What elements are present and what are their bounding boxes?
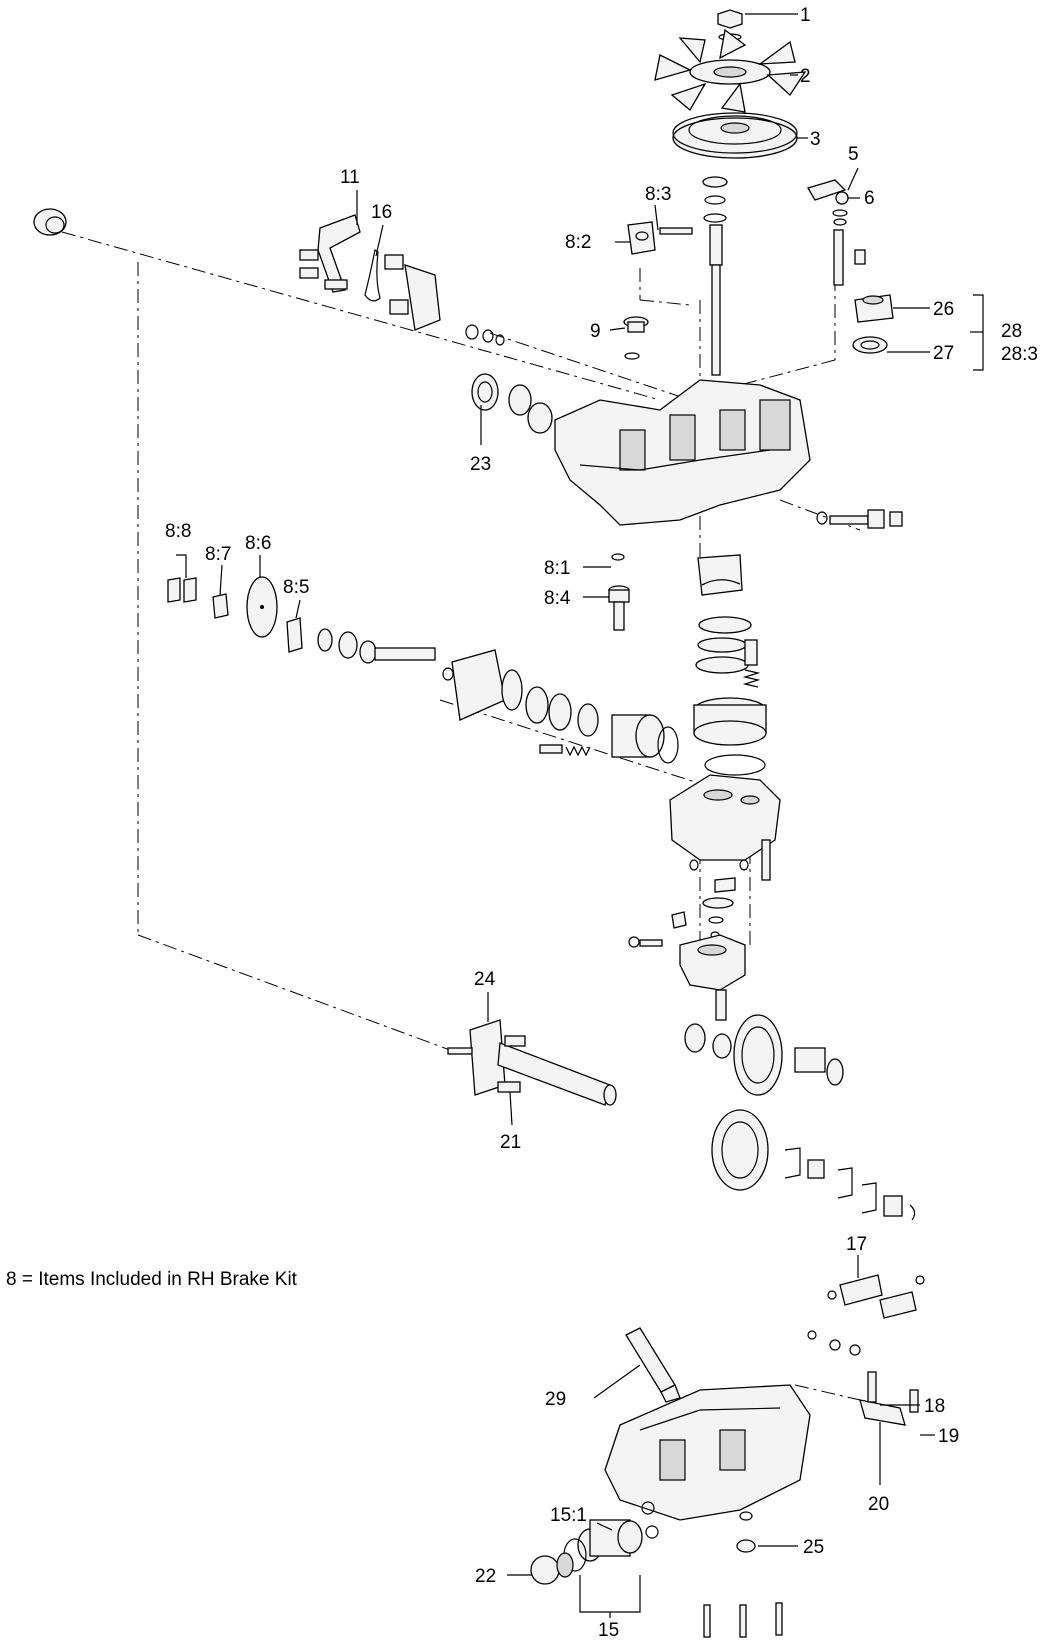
shift-lever-part [299, 214, 361, 293]
callout-1: 1 [800, 5, 811, 26]
callout-5: 5 [848, 144, 859, 165]
callout-8-7: 8:7 [205, 544, 231, 565]
gear-train-parts [684, 1014, 916, 1221]
callout-26: 26 [933, 299, 954, 320]
callout-3: 3 [810, 129, 821, 150]
callout-16: 16 [371, 202, 392, 223]
brake-arm-part [627, 221, 693, 255]
leader-lines [176, 13, 984, 1618]
callout-21: 21 [500, 1132, 521, 1153]
callout-9: 9 [590, 321, 601, 342]
lip-seal-part [852, 336, 888, 354]
brake-kit-note: 8 = Items Included in RH Brake Kit [6, 1269, 298, 1290]
brake-pin-part [608, 553, 630, 631]
center-housing-part [669, 774, 781, 881]
fitting-part [736, 1511, 756, 1553]
callout-8-4: 8:4 [544, 588, 571, 609]
callout-20: 20 [868, 1494, 889, 1515]
bottom-case-part [604, 1384, 811, 1539]
valve-pins-part [807, 1274, 925, 1356]
callout-18: 18 [924, 1396, 945, 1417]
callout-17: 17 [846, 1234, 867, 1255]
case-bolts-part [703, 1602, 783, 1638]
callout-8-2: 8:2 [565, 232, 591, 253]
charge-pump-part [628, 934, 746, 1021]
callout-28: 28 [1001, 321, 1022, 342]
assembly-guide-lines [61, 231, 861, 1401]
callout-8-6: 8:6 [245, 533, 271, 554]
pump-stack-parts [693, 554, 767, 776]
callout-29: 29 [545, 1389, 566, 1410]
callout-19: 19 [938, 1426, 959, 1447]
callout-8-5: 8:5 [283, 577, 309, 598]
brake-shaft-parts [317, 628, 679, 764]
sealant-tube-part [625, 1327, 681, 1403]
axle-shaft-part [447, 1019, 617, 1106]
callout-28-3: 28:3 [1001, 344, 1038, 365]
callout-2: 2 [800, 66, 811, 87]
callout-23: 23 [470, 454, 491, 475]
shaft-stack-parts [702, 176, 728, 376]
callout-25: 25 [803, 1537, 824, 1558]
upper-housing-part [554, 379, 811, 526]
plug-part [623, 316, 649, 360]
axle-seal-part [471, 373, 553, 434]
end-cap-part [33, 208, 67, 236]
callout-6: 6 [864, 188, 875, 209]
callout-22: 22 [475, 1566, 496, 1587]
bracket-part [859, 1371, 919, 1426]
brake-kit-parts [167, 576, 303, 653]
control-arm-part [807, 179, 866, 286]
callout-8-8: 8:8 [165, 521, 191, 542]
callout-8-1: 8:1 [544, 558, 570, 579]
housing-bolt-part [816, 509, 903, 529]
callout-15-1: 15:1 [550, 1505, 587, 1526]
oil-filter-part [577, 1519, 643, 1562]
callout-labels: 1 2 3 5 6 8:3 8:2 11 16 9 26 27 28 28:3 … [165, 5, 1038, 1641]
drive-pulley-part [672, 112, 798, 159]
callout-8-3: 8:3 [645, 184, 671, 205]
callout-24: 24 [474, 969, 496, 990]
bearing-cap-part [854, 294, 894, 323]
callout-15: 15 [598, 1620, 619, 1641]
callout-11: 11 [340, 167, 360, 188]
cooling-fan-part [654, 28, 807, 113]
drain-plug-part [530, 1552, 574, 1585]
spring-part [364, 249, 505, 346]
callout-27: 27 [933, 343, 954, 364]
gerotor-parts [671, 859, 749, 939]
